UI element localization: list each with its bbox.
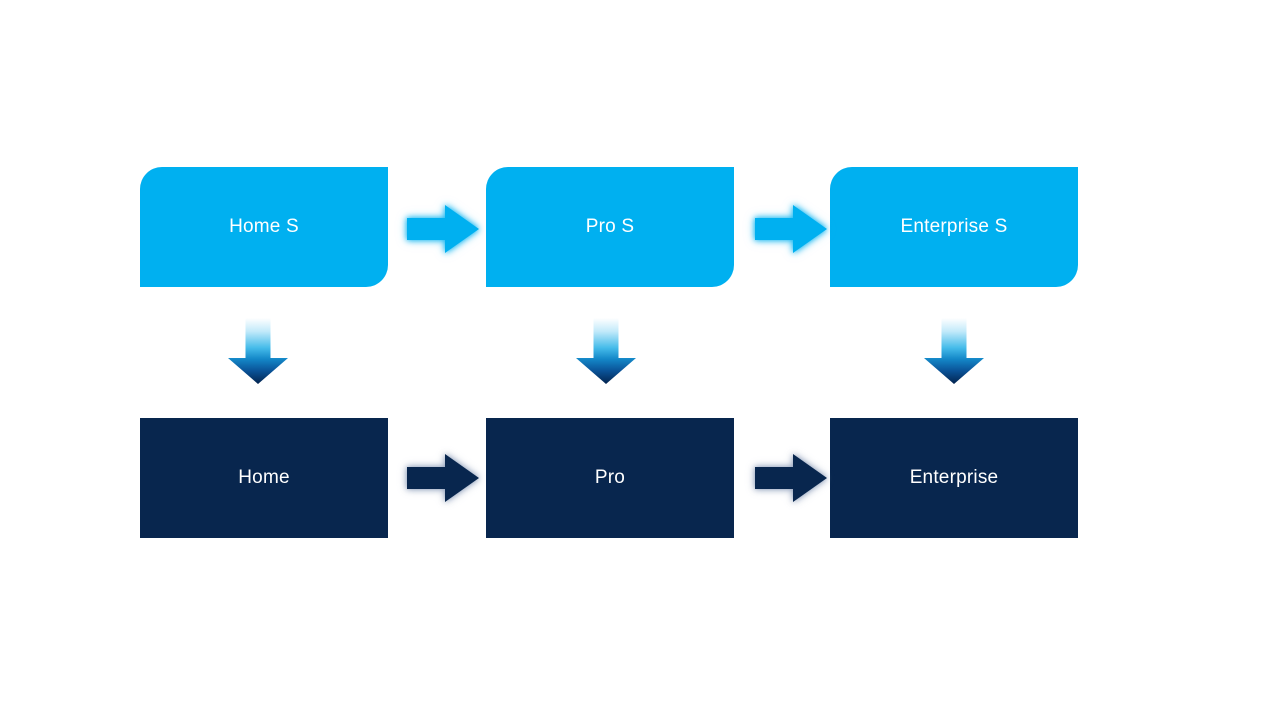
node-enterprise: Enterprise xyxy=(830,418,1078,538)
node-pro-s: Pro S xyxy=(486,167,734,287)
down-arrow-icon xyxy=(924,318,984,384)
node-label: Pro xyxy=(594,467,626,488)
node-label: Enterprise xyxy=(909,467,999,488)
node-enterprise-s: Enterprise S xyxy=(830,167,1078,287)
node-label: Home xyxy=(238,467,290,488)
node-label: Enterprise S xyxy=(900,216,1008,237)
node-home-s: Home S xyxy=(140,167,388,287)
right-arrow-icon xyxy=(755,205,827,253)
right-arrow-icon xyxy=(407,454,479,502)
down-arrow-icon xyxy=(228,318,288,384)
node-pro: Pro xyxy=(486,418,734,538)
down-arrow-icon xyxy=(576,318,636,384)
node-label: Pro S xyxy=(585,216,635,237)
right-arrow-icon xyxy=(755,454,827,502)
right-arrow-icon xyxy=(407,205,479,253)
node-home: Home xyxy=(140,418,388,538)
node-label: Home S xyxy=(229,216,299,237)
